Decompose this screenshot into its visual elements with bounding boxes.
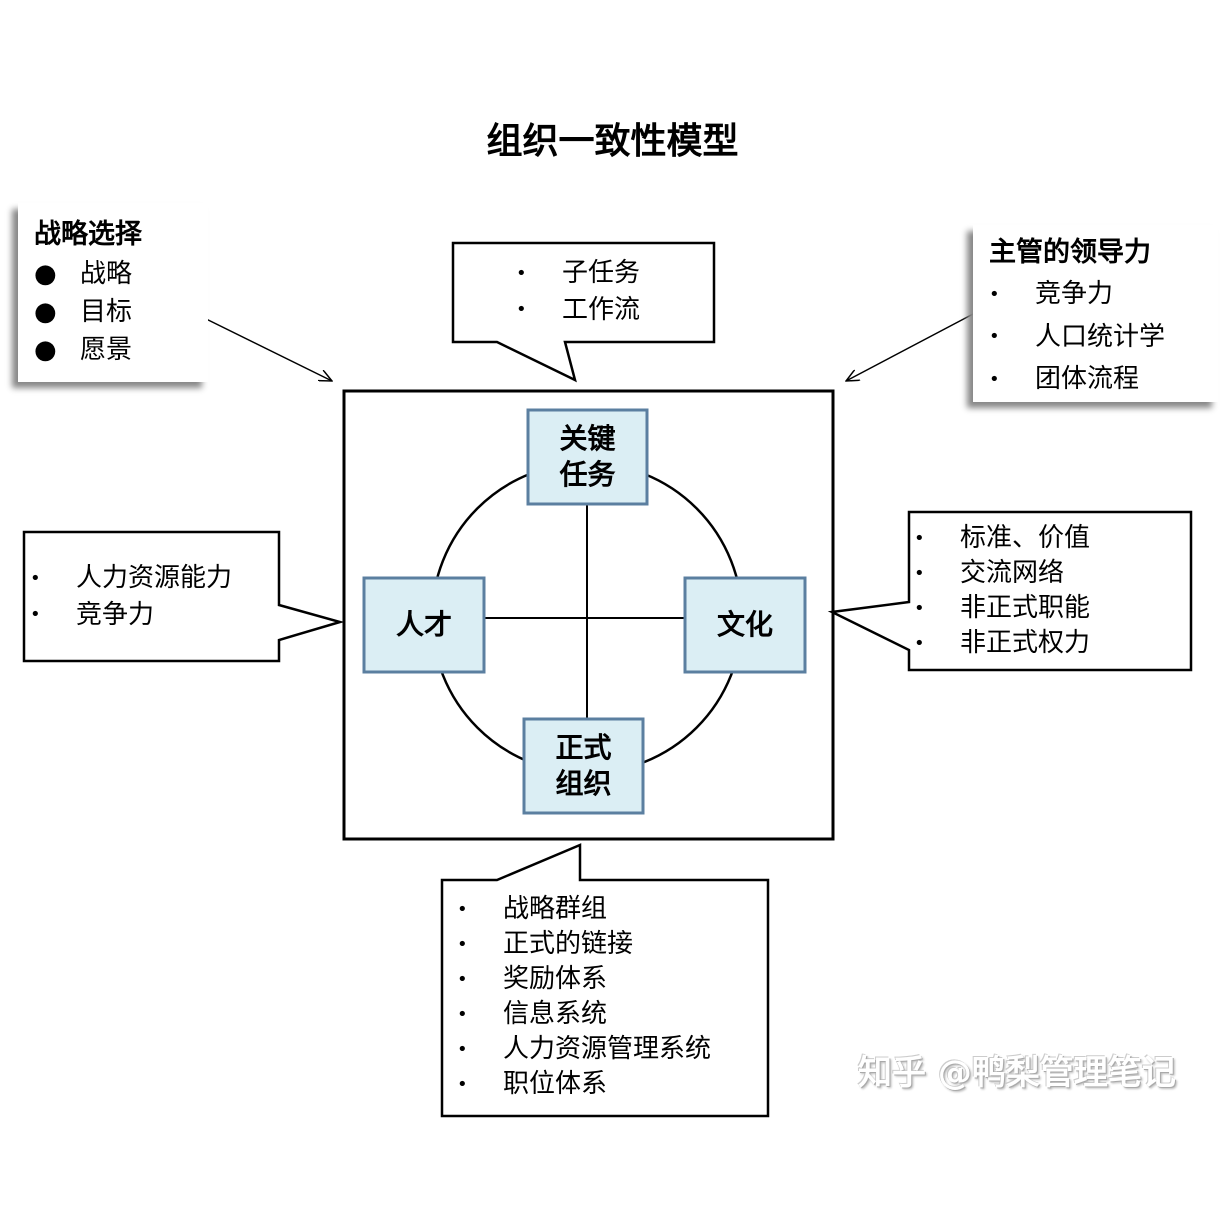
list-item: •人口统计学 xyxy=(989,321,1166,352)
leadership-heading: 主管的领导力 xyxy=(989,237,1151,268)
item-text: 标准、价值 xyxy=(960,523,1091,553)
strategy-heading: 战略选择 xyxy=(34,219,142,250)
node-people: 人才 xyxy=(395,608,452,641)
item-text: 子任务 xyxy=(562,258,641,288)
item-text: 信息系统 xyxy=(503,999,608,1029)
list-item: •标准、价值 xyxy=(914,523,1091,553)
item-text: 奖励体系 xyxy=(503,964,608,994)
list-item: ●战略 xyxy=(34,259,133,289)
page-title: 组织一致性模型 xyxy=(486,121,739,162)
item-text: 人力资源管理系统 xyxy=(503,1034,712,1064)
list-item: •竞争力 xyxy=(989,279,1114,309)
strategy-arrow xyxy=(191,311,332,381)
item-text: 人口统计学 xyxy=(1035,321,1166,352)
organization-callout-text: •战略群组 •正式的链接 •奖励体系 •信息系统 •人力资源管理系统 •职位体系 xyxy=(457,892,711,1102)
task-callout-shape xyxy=(451,241,716,383)
item-text: 非正式职能 xyxy=(960,593,1091,623)
node-formal-organization: 正式 组织 xyxy=(555,731,612,800)
people-callout-shape xyxy=(22,530,345,663)
task-callout-text: •子任务 •工作流 xyxy=(516,255,640,328)
leadership-box: 主管的领导力 •竞争力 •人口统计学 •团体流程 xyxy=(973,225,1218,402)
item-text: 团体流程 xyxy=(1035,364,1140,394)
list-item: •子任务 xyxy=(516,258,641,288)
item-text: 目标 xyxy=(80,297,133,327)
list-item: •非正式职能 xyxy=(914,593,1091,623)
leadership-arrow xyxy=(846,312,976,381)
strategy-box: 战略选择 ●战略 ●目标 ●愿景 xyxy=(18,203,208,382)
list-item: •正式的链接 xyxy=(457,929,634,959)
item-text: 人力资源能力 xyxy=(76,563,233,593)
item-text: 正式的链接 xyxy=(503,929,634,959)
watermark: 知乎 @鸭梨管理笔记 xyxy=(858,1053,1176,1093)
list-item: •奖励体系 xyxy=(457,964,608,994)
list-item: •人力资源能力 xyxy=(30,563,233,593)
item-text: 竞争力 xyxy=(76,599,155,630)
list-item: •竞争力 xyxy=(30,599,155,630)
list-item: •人力资源管理系统 xyxy=(457,1034,712,1064)
list-item: •职位体系 xyxy=(457,1069,608,1099)
people-callout-text: •人力资源能力 •竞争力 xyxy=(30,560,232,633)
culture-callout-shape xyxy=(827,510,1193,672)
item-text: 交流网络 xyxy=(960,558,1065,588)
list-item: •战略群组 xyxy=(457,894,608,924)
list-item: ●目标 xyxy=(34,297,133,327)
list-item: •工作流 xyxy=(516,294,641,325)
item-text: 竞争力 xyxy=(1035,279,1114,309)
list-item: •信息系统 xyxy=(457,999,608,1029)
list-item: ●愿景 xyxy=(34,335,133,365)
item-text: 战略 xyxy=(80,259,133,289)
list-item: •团体流程 xyxy=(989,364,1140,394)
list-item: •交流网络 xyxy=(914,558,1065,588)
item-text: 战略群组 xyxy=(503,894,608,924)
node-culture: 文化 xyxy=(716,608,773,641)
organization-callout-shape xyxy=(440,843,770,1118)
item-text: 愿景 xyxy=(80,335,133,365)
item-text: 工作流 xyxy=(562,294,641,325)
item-text: 职位体系 xyxy=(503,1069,608,1099)
list-item: •非正式权力 xyxy=(914,628,1091,658)
culture-callout-text: •标准、价值 •交流网络 •非正式职能 •非正式权力 xyxy=(914,521,1090,661)
item-text: 非正式权力 xyxy=(960,628,1091,658)
node-key-task: 关键 任务 xyxy=(559,422,616,491)
